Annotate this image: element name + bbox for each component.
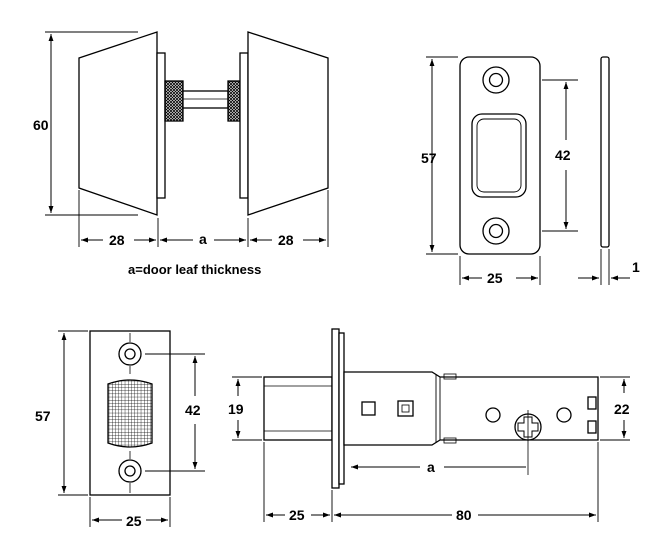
strike-width-label: 25 xyxy=(487,270,503,286)
left-rose-plate xyxy=(156,52,166,199)
latch-bolt xyxy=(263,376,333,441)
latch-top-screw-hole-inner xyxy=(124,348,136,360)
right-cylinder-body xyxy=(247,31,329,216)
latch-plate-width-label: 25 xyxy=(126,513,142,529)
strike-bolt-opening-inner xyxy=(476,118,522,193)
latch-bottom-screw-hole-inner xyxy=(124,465,136,477)
latch-flange xyxy=(331,328,340,489)
right-rose-plate xyxy=(239,52,249,199)
latch-bolt-length-label: 25 xyxy=(289,507,305,523)
latch-window-right xyxy=(397,400,414,417)
latch-bolt-height-label: 19 xyxy=(228,401,244,417)
right-knob-depth-label: 28 xyxy=(278,232,294,248)
deadbolt-height-label: 60 xyxy=(33,117,49,133)
strike-top-screw-hole-outer xyxy=(482,66,510,94)
latch-backset-label: 80 xyxy=(456,507,472,523)
strike-plate-side-profile xyxy=(600,56,610,248)
latch-case-height-label: 22 xyxy=(614,401,630,417)
strike-bottom-screw-hole-inner xyxy=(488,223,504,239)
strike-hole-spacing-label: 42 xyxy=(555,147,571,163)
left-knob-depth-label: 28 xyxy=(109,232,125,248)
strike-plate-view xyxy=(426,56,630,285)
strike-plate-outline xyxy=(459,56,541,255)
strike-top-screw-hole-inner xyxy=(488,72,504,88)
latch-top-screw-hole-outer xyxy=(118,342,142,366)
latch-end-tab-bottom xyxy=(587,420,597,434)
latch-tube-hole-left xyxy=(485,407,501,423)
door-thickness-caption: a=door leaf thickness xyxy=(128,262,261,277)
strike-bolt-opening xyxy=(471,113,527,198)
latch-door-thickness-label: a xyxy=(427,459,435,475)
latch-hole-spacing-label: 42 xyxy=(185,402,201,418)
strike-thickness-label: 1 xyxy=(632,259,640,275)
left-knurled-collar xyxy=(164,80,184,122)
strike-height-label: 57 xyxy=(421,150,437,166)
latch-bolt-face xyxy=(107,379,153,448)
spindle xyxy=(182,90,229,109)
strike-bottom-screw-hole-outer xyxy=(482,217,510,245)
latch-end-tab-top xyxy=(587,396,597,410)
latch-side-view xyxy=(232,328,630,522)
latch-flange-lip xyxy=(338,332,345,485)
deadbolt-front-view xyxy=(45,31,329,247)
left-cylinder-body xyxy=(78,31,158,216)
latch-plate-height-label: 57 xyxy=(35,408,51,424)
latch-tube-body xyxy=(343,371,599,446)
door-thickness-label: a xyxy=(199,231,207,247)
latch-bottom-screw-hole-outer xyxy=(118,459,142,483)
latch-faceplate-view xyxy=(58,330,205,527)
latch-window-left xyxy=(361,401,376,416)
latch-tube-hole-right xyxy=(556,407,572,423)
